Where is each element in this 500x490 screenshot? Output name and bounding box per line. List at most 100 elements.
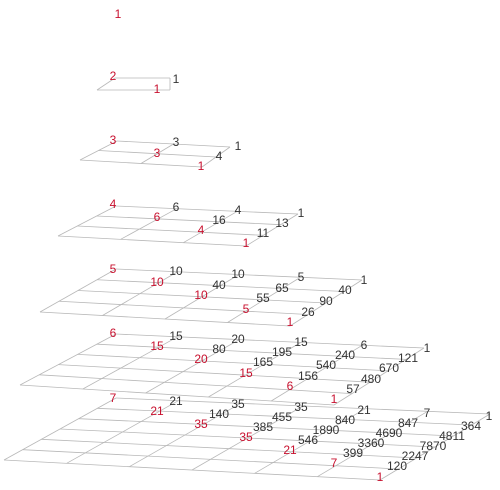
grid-line-layer-2 <box>96 77 116 91</box>
label-layer-7-23: 399 <box>343 446 363 460</box>
label-layer-7-20: 3360 <box>358 436 385 450</box>
label-layer-4-4: 6 <box>154 210 161 224</box>
label-layer-7-22: 21 <box>283 443 297 457</box>
label-layer-6-0: 6 <box>110 326 117 340</box>
label-layer-5-1: 10 <box>169 264 183 278</box>
label-layer-6-6: 15 <box>150 339 164 353</box>
grid-line-layer-4 <box>96 215 281 226</box>
label-layer-5-10: 55 <box>256 291 270 305</box>
grid-line-layer-7 <box>66 400 179 464</box>
label-layer-5-0: 5 <box>110 262 117 276</box>
label-layer-4-3: 1 <box>298 206 305 220</box>
label-layer-7-10: 840 <box>335 413 355 427</box>
label-layer-2-0: 2 <box>110 69 117 83</box>
grid-line-layer-3 <box>140 143 174 164</box>
label-layer-6-20: 1 <box>331 392 338 406</box>
label-layer-7-0: 7 <box>110 391 117 405</box>
grid-line-layer-4 <box>57 205 117 237</box>
label-layer-7-6: 1 <box>486 409 493 423</box>
grid-line-layer-5 <box>227 276 301 323</box>
label-layer-7-15: 1890 <box>313 423 340 437</box>
label-layer-5-3: 5 <box>298 270 305 284</box>
grid-line-layer-7 <box>254 408 366 474</box>
label-layer-4-9: 1 <box>243 236 250 250</box>
label-layer-5-9: 10 <box>194 288 208 302</box>
grid-line-layer-6 <box>19 384 335 406</box>
grid-line-layer-3 <box>79 140 118 161</box>
grid-line-layer-4 <box>77 225 264 236</box>
grid-line-layer-6 <box>77 354 389 372</box>
label-layer-7-4: 21 <box>357 403 371 417</box>
grid-line-layer-4 <box>245 213 299 247</box>
label-layer-6-11: 20 <box>194 352 208 366</box>
label-layer-7-25: 7 <box>331 456 338 470</box>
label-layer-6-16: 156 <box>298 369 318 383</box>
label-layer-4-6: 13 <box>275 216 289 230</box>
grid-line-layer-7 <box>317 410 428 478</box>
grid-line-layer-3 <box>201 146 231 168</box>
label-layer-6-13: 540 <box>316 358 336 372</box>
label-layer-5-2: 10 <box>231 267 245 281</box>
grid-line-layer-6 <box>82 336 178 390</box>
grid-line-layer-6 <box>19 333 117 386</box>
label-layer-6-7: 80 <box>212 342 226 356</box>
label-layer-7-18: 35 <box>239 430 253 444</box>
label-layer-7-19: 546 <box>298 433 318 447</box>
label-layer-4-1: 6 <box>173 200 180 214</box>
label-layer-7-5: 7 <box>424 406 431 420</box>
grid-line-layer-6 <box>145 339 240 394</box>
label-layer-7-16: 4690 <box>376 426 403 440</box>
label-layer-3-1: 3 <box>173 135 180 149</box>
grid-line-layer-7 <box>3 397 117 461</box>
label-layer-6-19: 57 <box>346 382 360 396</box>
label-layer-7-8: 140 <box>209 407 229 421</box>
label-layer-6-18: 6 <box>287 379 294 393</box>
label-layer-6-3: 15 <box>294 335 308 349</box>
label-layer-6-15: 15 <box>239 366 253 380</box>
grid-line-layer-4 <box>120 208 177 240</box>
label-layer-5-14: 1 <box>287 315 294 329</box>
label-layer-5-4: 1 <box>361 273 368 287</box>
label-layer-7-24: 2247 <box>402 449 429 463</box>
label-layer-6-10: 121 <box>398 351 418 365</box>
grid-line-layer-7 <box>129 402 241 468</box>
label-layer-2-2: 1 <box>154 82 161 96</box>
label-layer-7-3: 35 <box>294 400 308 414</box>
grid-line-layer-6 <box>96 343 407 360</box>
label-layer-7-9: 455 <box>272 410 292 424</box>
grid-line-layer-6 <box>115 333 425 349</box>
label-layer-7-14: 385 <box>253 420 273 434</box>
grid-line-layer-6 <box>58 364 371 383</box>
label-layer-3-3: 3 <box>154 146 161 160</box>
grid-line-layer-7 <box>191 405 304 471</box>
label-layer-3-5: 1 <box>198 159 205 173</box>
label-layer-3-0: 3 <box>110 133 117 147</box>
grid-line-layer-5 <box>39 268 117 313</box>
label-layer-5-5: 10 <box>150 275 164 289</box>
grid-line-layer-6 <box>333 347 425 406</box>
label-layer-6-14: 670 <box>379 361 399 375</box>
grid-line-layer-6 <box>270 344 363 402</box>
label-layer-6-4: 6 <box>361 338 368 352</box>
label-layer-7-7: 21 <box>150 404 164 418</box>
label-layer-4-5: 16 <box>212 213 226 227</box>
label-layer-7-21: 7870 <box>420 439 447 453</box>
label-layer-5-8: 40 <box>338 283 352 297</box>
label-layer-4-8: 11 <box>257 226 270 240</box>
label-layer-7-2: 35 <box>231 397 245 411</box>
label-layer-6-1: 15 <box>169 329 183 343</box>
label-layer-5-13: 26 <box>301 305 315 319</box>
label-layer-6-12: 165 <box>253 355 273 369</box>
label-layer-3-4: 4 <box>216 149 223 163</box>
grid-line-layer-5 <box>164 274 240 320</box>
label-layer-4-7: 4 <box>198 223 205 237</box>
label-layer-5-11: 90 <box>319 294 333 308</box>
label-layer-7-11: 847 <box>398 416 418 430</box>
label-layer-5-7: 65 <box>275 281 289 295</box>
label-layer-7-13: 35 <box>194 417 208 431</box>
label-layer-4-0: 4 <box>110 197 117 211</box>
label-layer-7-27: 1 <box>377 470 384 484</box>
label-layer-6-5: 1 <box>424 341 431 355</box>
label-layer-7-26: 120 <box>387 459 407 473</box>
